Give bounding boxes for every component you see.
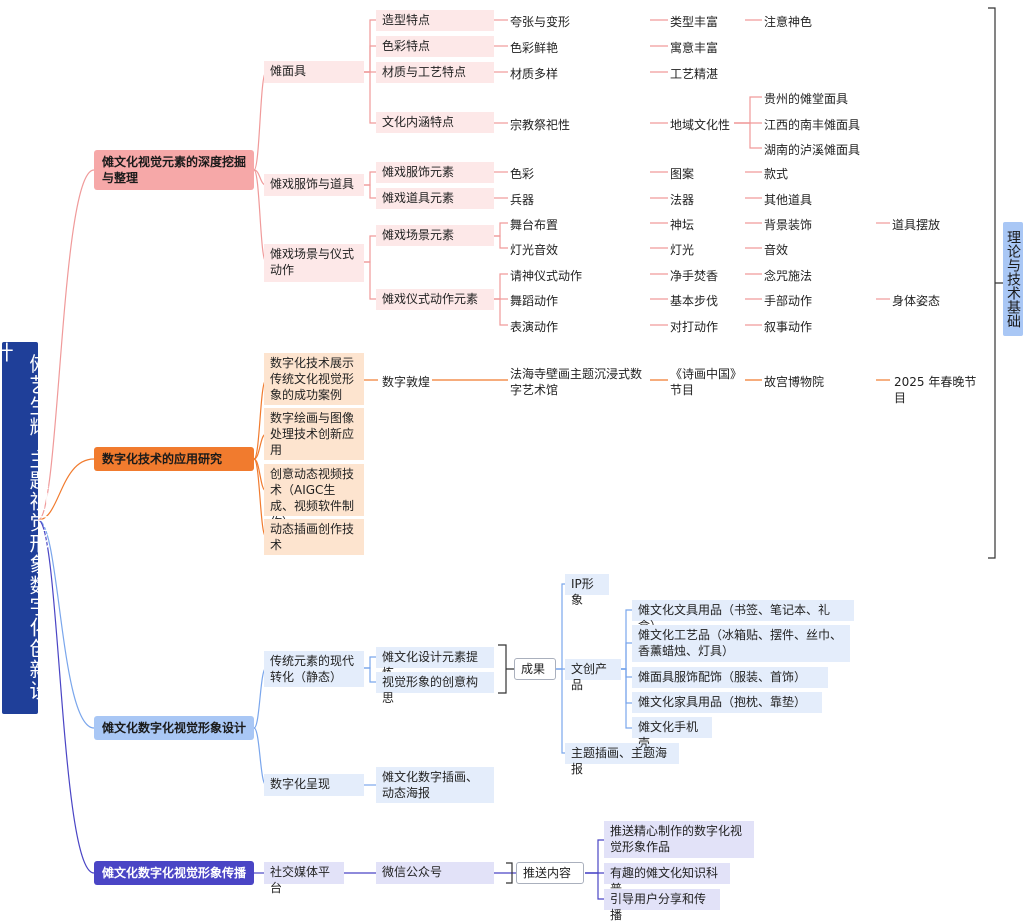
node-modern[interactable]: 传统元素的现代转化（静态）: [264, 651, 364, 687]
node-prop-el[interactable]: 傩戏道具元素: [376, 188, 494, 209]
node-ritual-2b[interactable]: 手部动作: [764, 294, 813, 308]
node-product-3[interactable]: 傩面具服饰配饰（服装、首饰）: [632, 667, 828, 688]
node-ritual-2[interactable]: 舞蹈动作: [510, 294, 559, 308]
node-ritual-2c[interactable]: 身体姿态: [892, 294, 941, 308]
node-product-5[interactable]: 傩文化手机壳: [632, 717, 712, 750]
node-costume[interactable]: 傩戏服饰与道具: [264, 174, 364, 196]
node-prop-c[interactable]: 其他道具: [764, 193, 813, 207]
node-light-a[interactable]: 灯光: [670, 243, 695, 257]
node-culture-b[interactable]: 地域文化性: [670, 118, 731, 132]
node-scene[interactable]: 傩戏场景与仪式动作: [264, 244, 364, 282]
node-ritual-3a[interactable]: 对打动作: [670, 320, 719, 334]
node-stage-c[interactable]: 道具摆放: [892, 218, 941, 232]
node-material-b[interactable]: 工艺精湛: [670, 67, 719, 81]
node-stage[interactable]: 舞台布置: [510, 218, 559, 232]
root-topic: “傩艺生辉”主题视觉形象数字化创新设计: [0, 342, 50, 714]
node-ritual-2a[interactable]: 基本步伐: [670, 294, 719, 308]
node-color-b[interactable]: 寓意丰富: [670, 41, 719, 55]
branch-spread[interactable]: 傩文化数字化视觉形象传播: [94, 861, 254, 885]
node-costume-c[interactable]: 款式: [764, 167, 789, 181]
node-stage-a[interactable]: 神坛: [670, 218, 695, 232]
node-case-2[interactable]: 法海寺壁画主题沉浸式数字艺术馆: [510, 367, 643, 397]
node-push[interactable]: 推送内容: [516, 862, 584, 884]
node-scene-el[interactable]: 傩戏场景元素: [376, 225, 494, 246]
node-culture-a[interactable]: 宗教祭祀性: [510, 118, 571, 132]
node-mask-material[interactable]: 材质与工艺特点: [376, 62, 494, 83]
node-mask-shape[interactable]: 造型特点: [376, 10, 494, 31]
node-draw[interactable]: 数字绘画与图像处理技术创新应用: [264, 408, 364, 460]
node-product-4[interactable]: 傩文化家具用品（抱枕、靠垫）: [632, 692, 822, 713]
branch-digital-tech[interactable]: 数字化技术的应用研究: [94, 447, 254, 471]
node-stage-b[interactable]: 背景装饰: [764, 218, 813, 232]
node-ritual-1a[interactable]: 净手焚香: [670, 269, 719, 283]
node-poster[interactable]: 主题插画、主题海报: [565, 743, 679, 776]
node-push-2[interactable]: 有趣的傩文化知识科普: [604, 863, 730, 896]
node-push-3[interactable]: 引导用户分享和传播: [604, 889, 720, 922]
node-push-1[interactable]: 推送精心制作的数字化视觉形象作品: [604, 821, 754, 858]
node-case[interactable]: 数字化技术展示传统文化视觉形象的成功案例: [264, 353, 364, 405]
side-label: 理论与技术基础: [1005, 230, 1021, 328]
node-case-1[interactable]: 数字敦煌: [382, 375, 431, 389]
node-wechat[interactable]: 微信公众号: [376, 862, 494, 884]
node-mask[interactable]: 傩面具: [264, 61, 364, 83]
node-digital[interactable]: 数字化呈现: [264, 774, 364, 796]
side-label-box: 理论与技术基础: [1003, 222, 1023, 336]
node-light-b[interactable]: 音效: [764, 243, 789, 257]
node-costume-b[interactable]: 图案: [670, 167, 695, 181]
node-shape-a[interactable]: 夸张与变形: [510, 15, 571, 29]
node-extract[interactable]: 傩文化设计元素提炼: [376, 647, 494, 680]
node-illus[interactable]: 动态插画创作技术: [264, 519, 364, 555]
node-shape-b[interactable]: 类型丰富: [670, 15, 719, 29]
node-case-4[interactable]: 故宫博物院: [764, 375, 825, 389]
node-region-2[interactable]: 江西的南丰傩面具: [764, 118, 861, 132]
node-result[interactable]: 成果: [514, 658, 556, 680]
node-product-1[interactable]: 傩文化文具用品（书签、笔记本、礼盒）: [632, 600, 854, 633]
node-product-2[interactable]: 傩文化工艺品（冰箱贴、摆件、丝巾、香薰蜡烛、灯具）: [632, 625, 850, 662]
node-light[interactable]: 灯光音效: [510, 243, 559, 257]
node-case-3[interactable]: 《诗画中国》节目: [670, 367, 737, 397]
node-video[interactable]: 创意动态视频技术（AIGC生成、视频软件制作）: [264, 464, 364, 529]
branch-visual-design[interactable]: 傩文化数字化视觉形象设计: [94, 716, 254, 740]
node-costume-a[interactable]: 色彩: [510, 167, 535, 181]
node-ip[interactable]: IP形象: [565, 574, 609, 607]
node-media[interactable]: 社交媒体平台: [264, 862, 344, 895]
node-material-a[interactable]: 材质多样: [510, 67, 559, 81]
node-mask-color[interactable]: 色彩特点: [376, 36, 494, 57]
node-ritual-1[interactable]: 请神仪式动作: [510, 269, 583, 283]
node-ritual-3b[interactable]: 叙事动作: [764, 320, 813, 334]
node-ritual-3[interactable]: 表演动作: [510, 320, 559, 334]
node-ritual-1b[interactable]: 念咒施法: [764, 269, 813, 283]
node-costume-el[interactable]: 傩戏服饰元素: [376, 162, 494, 183]
node-color-a[interactable]: 色彩鲜艳: [510, 41, 559, 55]
node-shape-c[interactable]: 注意神色: [764, 15, 813, 29]
node-product[interactable]: 文创产品: [565, 659, 621, 692]
node-prop-a[interactable]: 兵器: [510, 193, 535, 207]
node-ritual-el[interactable]: 傩戏仪式动作元素: [376, 289, 494, 310]
node-region-3[interactable]: 湖南的泸溪傩面具: [764, 143, 861, 157]
node-concept[interactable]: 视觉形象的创意构思: [376, 672, 494, 705]
root-title: “傩艺生辉”主题视觉形象数字化创新设计: [0, 342, 50, 701]
node-prop-b[interactable]: 法器: [670, 193, 695, 207]
node-case-5[interactable]: 2025 年春晚节目: [894, 375, 977, 405]
node-region-1[interactable]: 贵州的傩堂面具: [764, 92, 849, 106]
node-digital-a[interactable]: 傩文化数字插画、动态海报: [376, 767, 494, 803]
node-mask-culture[interactable]: 文化内涵特点: [376, 112, 494, 133]
branch-visual-elements[interactable]: 傩文化视觉元素的深度挖掘与整理: [94, 150, 254, 190]
